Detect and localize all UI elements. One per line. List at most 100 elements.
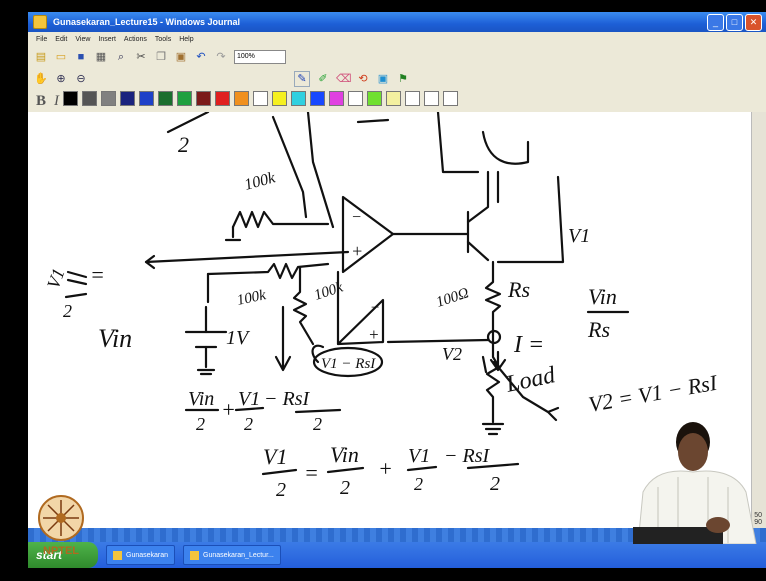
menu-tools[interactable]: Tools bbox=[154, 35, 172, 43]
color-swatch-4[interactable] bbox=[139, 91, 155, 106]
color-swatch-8[interactable] bbox=[215, 91, 231, 106]
ink-plus2: + bbox=[368, 325, 379, 344]
ink-expr2-c: = bbox=[304, 460, 319, 485]
zoom-select[interactable]: 100% bbox=[234, 50, 286, 64]
ink-i-eq: I = bbox=[513, 332, 544, 358]
flag-icon[interactable]: ⚑ bbox=[398, 73, 408, 85]
ink-minus2: − bbox=[370, 300, 380, 316]
ink-expr1-e: 2 bbox=[244, 414, 253, 434]
menu-file[interactable]: File bbox=[36, 35, 48, 43]
ink-expr1-g: 2 bbox=[313, 414, 322, 434]
menu-actions[interactable]: Actions bbox=[123, 35, 147, 43]
color-swatch-1[interactable] bbox=[82, 91, 98, 106]
redo-icon[interactable]: ↷ bbox=[216, 51, 226, 63]
color-swatch-11[interactable] bbox=[272, 91, 288, 106]
color-swatch-7[interactable] bbox=[196, 91, 212, 106]
ink-rs: Rs bbox=[507, 277, 530, 302]
journal-app-icon bbox=[33, 15, 47, 29]
color-swatch-15[interactable] bbox=[348, 91, 364, 106]
maximize-button[interactable]: □ bbox=[726, 14, 743, 31]
color-swatch-10[interactable] bbox=[253, 91, 269, 106]
ink-v1: V1 bbox=[568, 225, 590, 247]
taskbar-item-folder[interactable]: Gunasekaran bbox=[106, 545, 176, 565]
highlighter-icon[interactable]: ✐ bbox=[318, 73, 328, 85]
menu-view[interactable]: View bbox=[75, 35, 91, 43]
ink-expr2-b: 2 bbox=[276, 479, 286, 501]
paste-icon[interactable]: ▣ bbox=[175, 51, 187, 63]
journal-window: Gunasekaran_Lecture15 - Windows Journal … bbox=[28, 12, 766, 568]
window-title: Gunasekaran_Lecture15 - Windows Journal bbox=[53, 17, 240, 27]
ink-v2: V2 bbox=[442, 344, 462, 364]
ink-eq: = bbox=[90, 262, 105, 287]
zoom-out-icon[interactable]: ⊖ bbox=[76, 73, 86, 85]
menu-help[interactable]: Help bbox=[179, 35, 194, 43]
nptel-logo-text: NPTEL bbox=[43, 545, 79, 557]
folder-icon bbox=[113, 550, 122, 560]
close-button[interactable]: ✕ bbox=[745, 14, 762, 31]
color-swatch-6[interactable] bbox=[177, 91, 193, 106]
taskbar-item-journal[interactable]: Gunasekaran_Lectur... bbox=[183, 545, 281, 565]
ink-expr2-a: V1 bbox=[263, 444, 287, 469]
color-swatch-19[interactable] bbox=[424, 91, 440, 106]
color-swatch-17[interactable] bbox=[386, 91, 402, 106]
cut-icon[interactable]: ✂ bbox=[136, 51, 146, 63]
menu-insert[interactable]: Insert bbox=[98, 35, 116, 43]
color-swatch-16[interactable] bbox=[367, 91, 383, 106]
ink-r2: 100k bbox=[236, 287, 268, 309]
italic-button[interactable]: I bbox=[54, 92, 60, 109]
eraser-icon[interactable]: ⌫ bbox=[336, 73, 352, 85]
save-icon[interactable]: ■ bbox=[77, 51, 85, 63]
hand-icon[interactable]: ✋ bbox=[34, 73, 48, 85]
ink-expr1-b: 2 bbox=[196, 414, 205, 434]
ink-expr1-c: + bbox=[221, 397, 236, 422]
horizontal-scrollbar[interactable] bbox=[28, 528, 766, 542]
undo-icon[interactable]: ↶ bbox=[196, 51, 206, 63]
ink-rs-over: Rs bbox=[587, 317, 610, 342]
format-toolbar: B I bbox=[28, 90, 766, 112]
color-swatch-13[interactable] bbox=[310, 91, 326, 106]
note-canvas[interactable]: 2 100k 100k 100k 100Ω − + − + V1 V1 2 = … bbox=[28, 112, 766, 544]
ink-r1: 100k bbox=[243, 169, 278, 194]
pen-icon[interactable]: ✎ bbox=[294, 71, 310, 87]
color-swatch-0[interactable] bbox=[63, 91, 79, 106]
open-icon[interactable]: ▭ bbox=[55, 51, 67, 63]
ink-expr2-d: Vin bbox=[330, 442, 359, 467]
color-swatch-12[interactable] bbox=[291, 91, 307, 106]
color-swatch-18[interactable] bbox=[405, 91, 421, 106]
color-swatch-2[interactable] bbox=[101, 91, 117, 106]
menu-bar: File Edit View Insert Actions Tools Help bbox=[28, 32, 766, 46]
find-icon[interactable]: ⌕ bbox=[117, 51, 125, 63]
vertical-scrollbar[interactable] bbox=[751, 112, 766, 530]
menu-edit[interactable]: Edit bbox=[55, 35, 68, 43]
ink-plus1: + bbox=[351, 241, 363, 261]
insert-space-icon[interactable]: ▣ bbox=[377, 73, 389, 85]
color-palette bbox=[59, 91, 459, 111]
ink-expr2-h: 2 bbox=[414, 474, 423, 494]
color-swatch-20[interactable] bbox=[443, 91, 459, 106]
ink-expr2-i: − RsI bbox=[444, 445, 490, 467]
ink-v2-eq: V2 = V1 − RsI bbox=[587, 369, 721, 416]
taskbar-item-label: Gunasekaran_Lectur... bbox=[203, 551, 274, 559]
ink-expr1-f: − RsI bbox=[264, 388, 310, 410]
ink-vin: Vin bbox=[98, 324, 132, 353]
ink-expr2-e: 2 bbox=[340, 477, 350, 499]
start-button[interactable]: start bbox=[28, 542, 98, 568]
color-swatch-9[interactable] bbox=[234, 91, 250, 106]
minimize-button[interactable]: _ bbox=[707, 14, 724, 31]
ink-vin-over: Vin bbox=[588, 284, 617, 309]
color-swatch-5[interactable] bbox=[158, 91, 174, 106]
ink-load: Load bbox=[503, 362, 559, 398]
journal-icon bbox=[190, 550, 200, 560]
title-bar[interactable]: Gunasekaran_Lecture15 - Windows Journal … bbox=[28, 12, 766, 32]
ink-layer: 2 100k 100k 100k 100Ω − + − + V1 V1 2 = … bbox=[43, 112, 721, 501]
zoom-in-icon[interactable]: ⊕ bbox=[56, 73, 66, 85]
copy-icon[interactable]: ❐ bbox=[156, 51, 166, 63]
bold-button[interactable]: B bbox=[36, 92, 47, 109]
lasso-icon[interactable]: ⟲ bbox=[358, 73, 368, 85]
print-icon[interactable]: ▦ bbox=[95, 51, 107, 63]
color-swatch-3[interactable] bbox=[120, 91, 136, 106]
color-swatch-14[interactable] bbox=[329, 91, 345, 106]
ink-1v: 1V bbox=[226, 327, 251, 349]
new-note-icon[interactable]: ▤ bbox=[35, 51, 47, 63]
